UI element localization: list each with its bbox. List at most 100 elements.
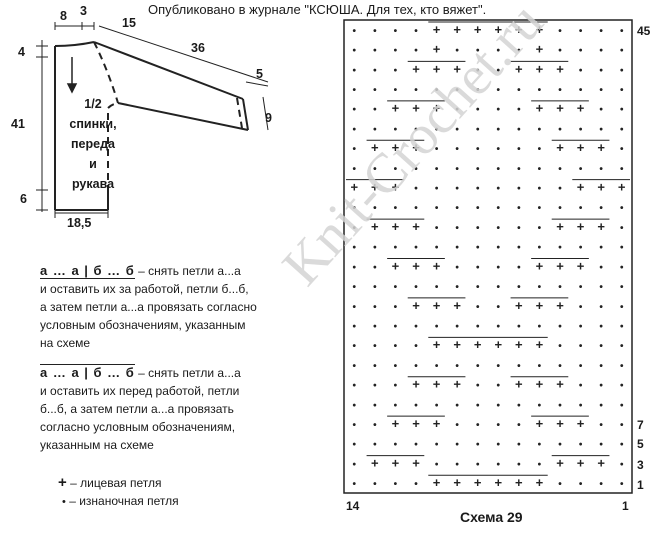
purl-stitch: • [620, 164, 624, 175]
knit-stitch: + [474, 22, 482, 37]
knit-stitch: + [494, 337, 502, 352]
purl-stitch: • [579, 85, 583, 96]
purl-stitch: • [476, 262, 480, 273]
purl-stitch: • [394, 124, 398, 135]
purl-stitch: • [558, 341, 562, 352]
knit-stitch: + [412, 140, 420, 155]
dim-15: 15 [122, 16, 136, 30]
purl-stitch: • [394, 341, 398, 352]
purl-stitch: • [414, 124, 418, 135]
purl-stitch: • [517, 459, 521, 470]
purl-stitch: • [517, 440, 521, 451]
purl-stitch: • [353, 381, 357, 392]
purl-stitch: • [455, 46, 459, 57]
knit-stitch: + [412, 455, 420, 470]
purl-stitch: • [476, 164, 480, 175]
purl-stitch: • [455, 105, 459, 116]
knit-stitch: + [556, 298, 564, 313]
purl-stitch: • [558, 479, 562, 490]
purl-stitch: • [620, 144, 624, 155]
purl-stitch: • [435, 243, 439, 254]
purl-stitch: • [476, 144, 480, 155]
purl-stitch: • [476, 440, 480, 451]
purl-stitch: • [599, 321, 603, 332]
knit-stitch: + [536, 416, 544, 431]
publication-header: Опубликовано в журнале "КСЮША. Для тех, … [148, 2, 487, 17]
purl-stitch: • [497, 243, 501, 254]
purl-stitch: • [394, 46, 398, 57]
knit-stitch: + [433, 22, 441, 37]
purl-stitch: • [579, 321, 583, 332]
purl-stitch: • [558, 243, 562, 254]
purl-stitch: • [599, 479, 603, 490]
purl-stitch: • [353, 203, 357, 214]
purl-stitch: • [476, 361, 480, 372]
purl-stitch: • [435, 321, 439, 332]
purl-stitch: • [373, 46, 377, 57]
purl-stitch: • [353, 459, 357, 470]
purl-stitch: • [353, 223, 357, 234]
knit-stitch: + [556, 61, 564, 76]
purl-stitch: • [517, 400, 521, 411]
purl-stitch: • [414, 400, 418, 411]
purl-stitch: • [558, 164, 562, 175]
purl-stitch: • [558, 26, 562, 37]
row-label-5: 5 [637, 437, 644, 451]
knit-stitch: + [474, 475, 482, 490]
purl-stitch: • [517, 164, 521, 175]
purl-stitch: • [373, 479, 377, 490]
purl-stitch: • [620, 459, 624, 470]
knit-stitch: + [515, 22, 523, 37]
knit-stitch: + [433, 475, 441, 490]
purl-stitch: • [579, 26, 583, 37]
purl-stitch: • [620, 282, 624, 293]
purl-stitch: • [414, 321, 418, 332]
purl-stitch: • [620, 302, 624, 313]
knit-stitch: + [536, 298, 544, 313]
knit-stitch: + [350, 180, 358, 195]
purl-stitch: • [476, 203, 480, 214]
legend-bracket-1: а … а | б … б [40, 263, 135, 279]
knit-stitch: + [433, 258, 441, 273]
purl-stitch: • [476, 420, 480, 431]
knit-stitch: + [392, 140, 400, 155]
purl-stitch: • [476, 243, 480, 254]
purl-stitch: • [435, 203, 439, 214]
knit-stitch: + [515, 298, 523, 313]
purl-stitch: • [579, 479, 583, 490]
purl-stitch: • [353, 400, 357, 411]
knit-stitch: + [494, 22, 502, 37]
knit-stitch: + [412, 298, 420, 313]
purl-stitch: • [455, 223, 459, 234]
knit-stitch: + [577, 258, 585, 273]
purl-stitch: • [599, 341, 603, 352]
purl-stitch: • [414, 46, 418, 57]
purl-stitch: • [517, 46, 521, 57]
purl-stitch: • [538, 440, 542, 451]
purl-stitch: • [353, 262, 357, 273]
knit-stitch: + [515, 377, 523, 392]
purl-stitch: • [435, 361, 439, 372]
purl-stitch: • [497, 105, 501, 116]
purl-stitch: • [599, 361, 603, 372]
purl-stitch: • [476, 85, 480, 96]
knit-stitch: + [371, 140, 379, 155]
purl-stitch: • [558, 124, 562, 135]
knit-stitch: + [392, 180, 400, 195]
purl-stitch: • [353, 361, 357, 372]
knit-stitch: + [474, 337, 482, 352]
legend-purl: • – изнаночная петля [62, 494, 179, 508]
purl-stitch: • [394, 26, 398, 37]
chart-col-left: 14 [346, 499, 360, 513]
purl-stitch: • [455, 420, 459, 431]
purl-stitch: • [373, 124, 377, 135]
purl-stitch: • [373, 321, 377, 332]
purl-stitch: • [476, 124, 480, 135]
purl-stitch: • [517, 262, 521, 273]
purl-stitch: • [579, 400, 583, 411]
dim-36: 36 [191, 41, 205, 55]
purl-stitch: • [373, 381, 377, 392]
purl-stitch: • [620, 203, 624, 214]
knit-stitch: + [597, 140, 605, 155]
purl-stitch: • [455, 361, 459, 372]
